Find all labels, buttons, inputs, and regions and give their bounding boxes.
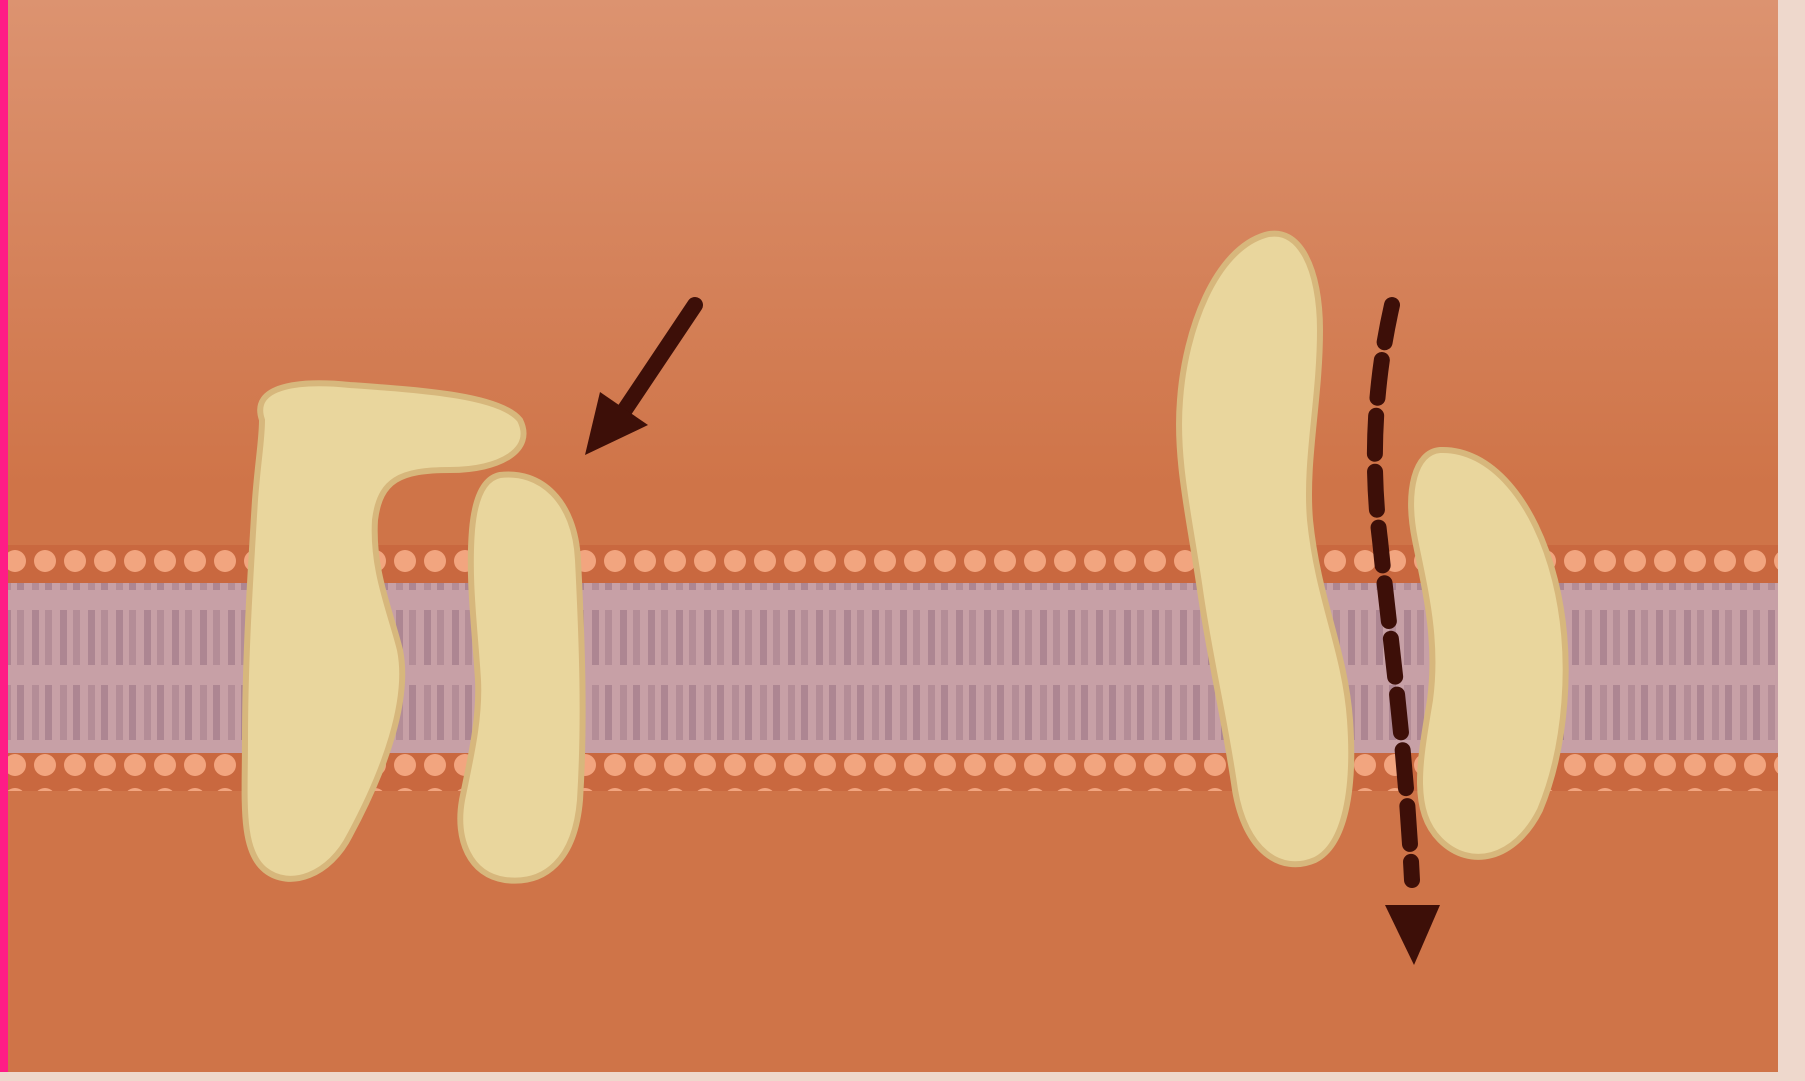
bottom-edge-strip [0,1072,1805,1081]
left-edge-strip [0,0,8,1081]
channel-protein-right-subunit [460,474,582,880]
right-edge-strip [1778,0,1805,1081]
